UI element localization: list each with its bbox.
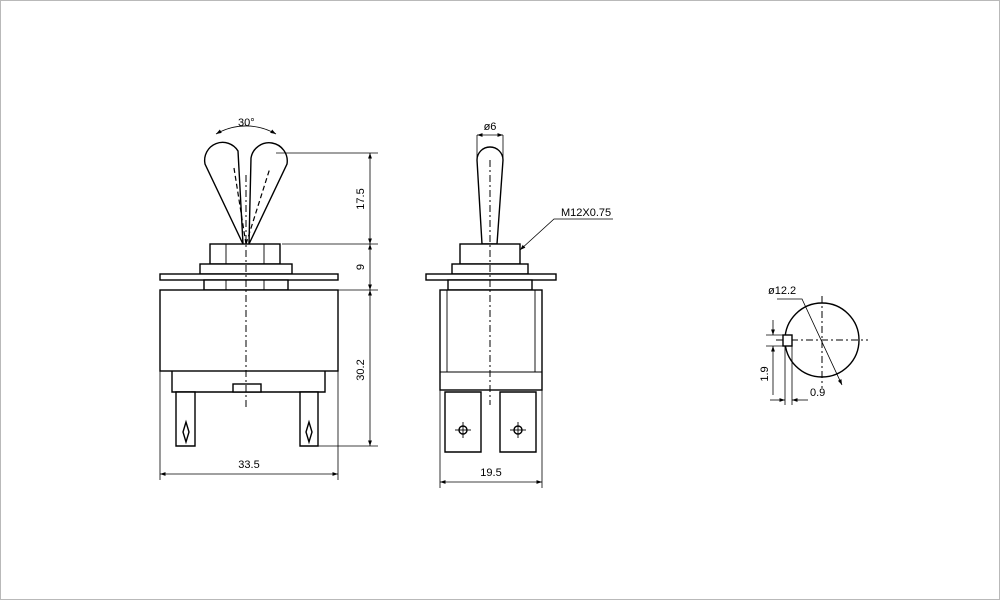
key-depth-label: 0.9 [810,387,825,399]
plate-side [425,273,557,281]
body-height-label: 30.2 [355,359,367,380]
key-notch [782,334,793,347]
terminal-right [299,391,319,447]
terminal-left [175,391,196,447]
panel-cutout: ø12.2 1.9 0.9 [759,285,868,405]
key-height-label: 1.9 [759,366,771,381]
thread-label: M12X0.75 [561,207,611,219]
lever-height-label: 17.5 [355,188,367,209]
switch-body [159,289,339,372]
lever-right [248,142,288,245]
panel-hole-diameter-label: ø12.2 [768,285,796,297]
lever-left [203,141,244,245]
side-width-label: 19.5 [480,467,501,479]
body-width-label: 33.5 [238,459,259,471]
bushing-height-label: 9 [355,264,367,270]
body-side [439,289,543,391]
front-view: 30° 17.5 9 30.2 33.5 [159,117,378,480]
mounting-plate [159,273,339,281]
lever-diameter-label: ø6 [484,121,497,133]
side-view: ø6 M12X0.75 19.5 [425,121,613,488]
angle-label: 30° [238,117,255,129]
hex-nut [209,243,281,265]
